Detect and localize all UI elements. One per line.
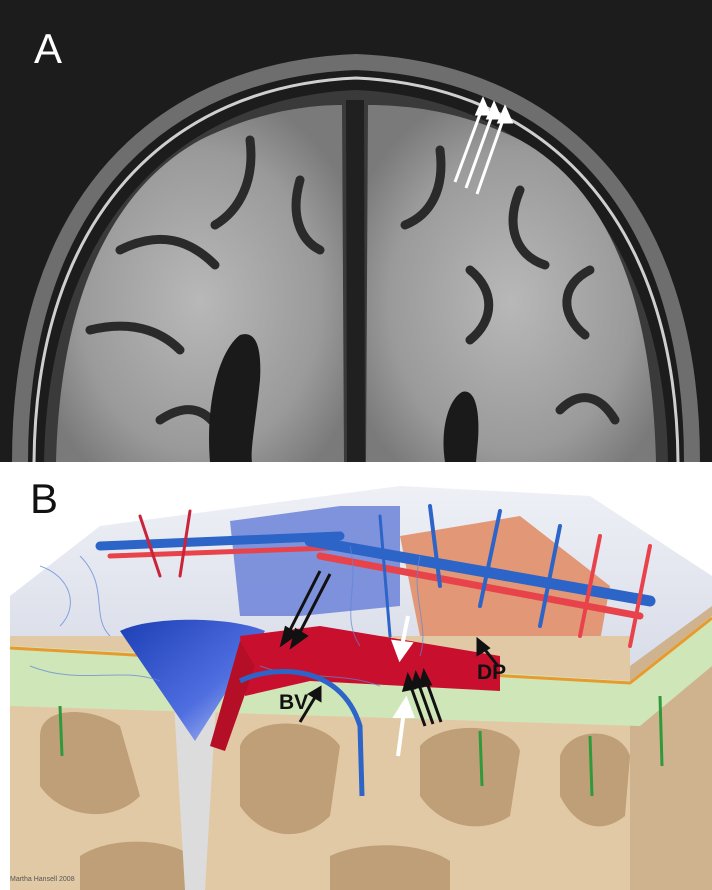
panel-b-illustration: B BV DP Martha Hansell 2008: [0, 466, 712, 890]
mri-scan-drawing: [0, 0, 712, 462]
interhemispheric-fissure: [355, 100, 356, 462]
panel-letter-b: B: [30, 478, 58, 520]
label-bv: BV: [279, 692, 308, 713]
meninges-illustration-drawing: [0, 466, 712, 890]
panel-letter-a: A: [34, 28, 62, 70]
label-dp: DP: [477, 662, 506, 683]
illustrator-credit: Martha Hansell 2008: [10, 876, 75, 883]
dural-fold: [230, 506, 400, 616]
panel-a-mri-image: A: [0, 0, 712, 462]
